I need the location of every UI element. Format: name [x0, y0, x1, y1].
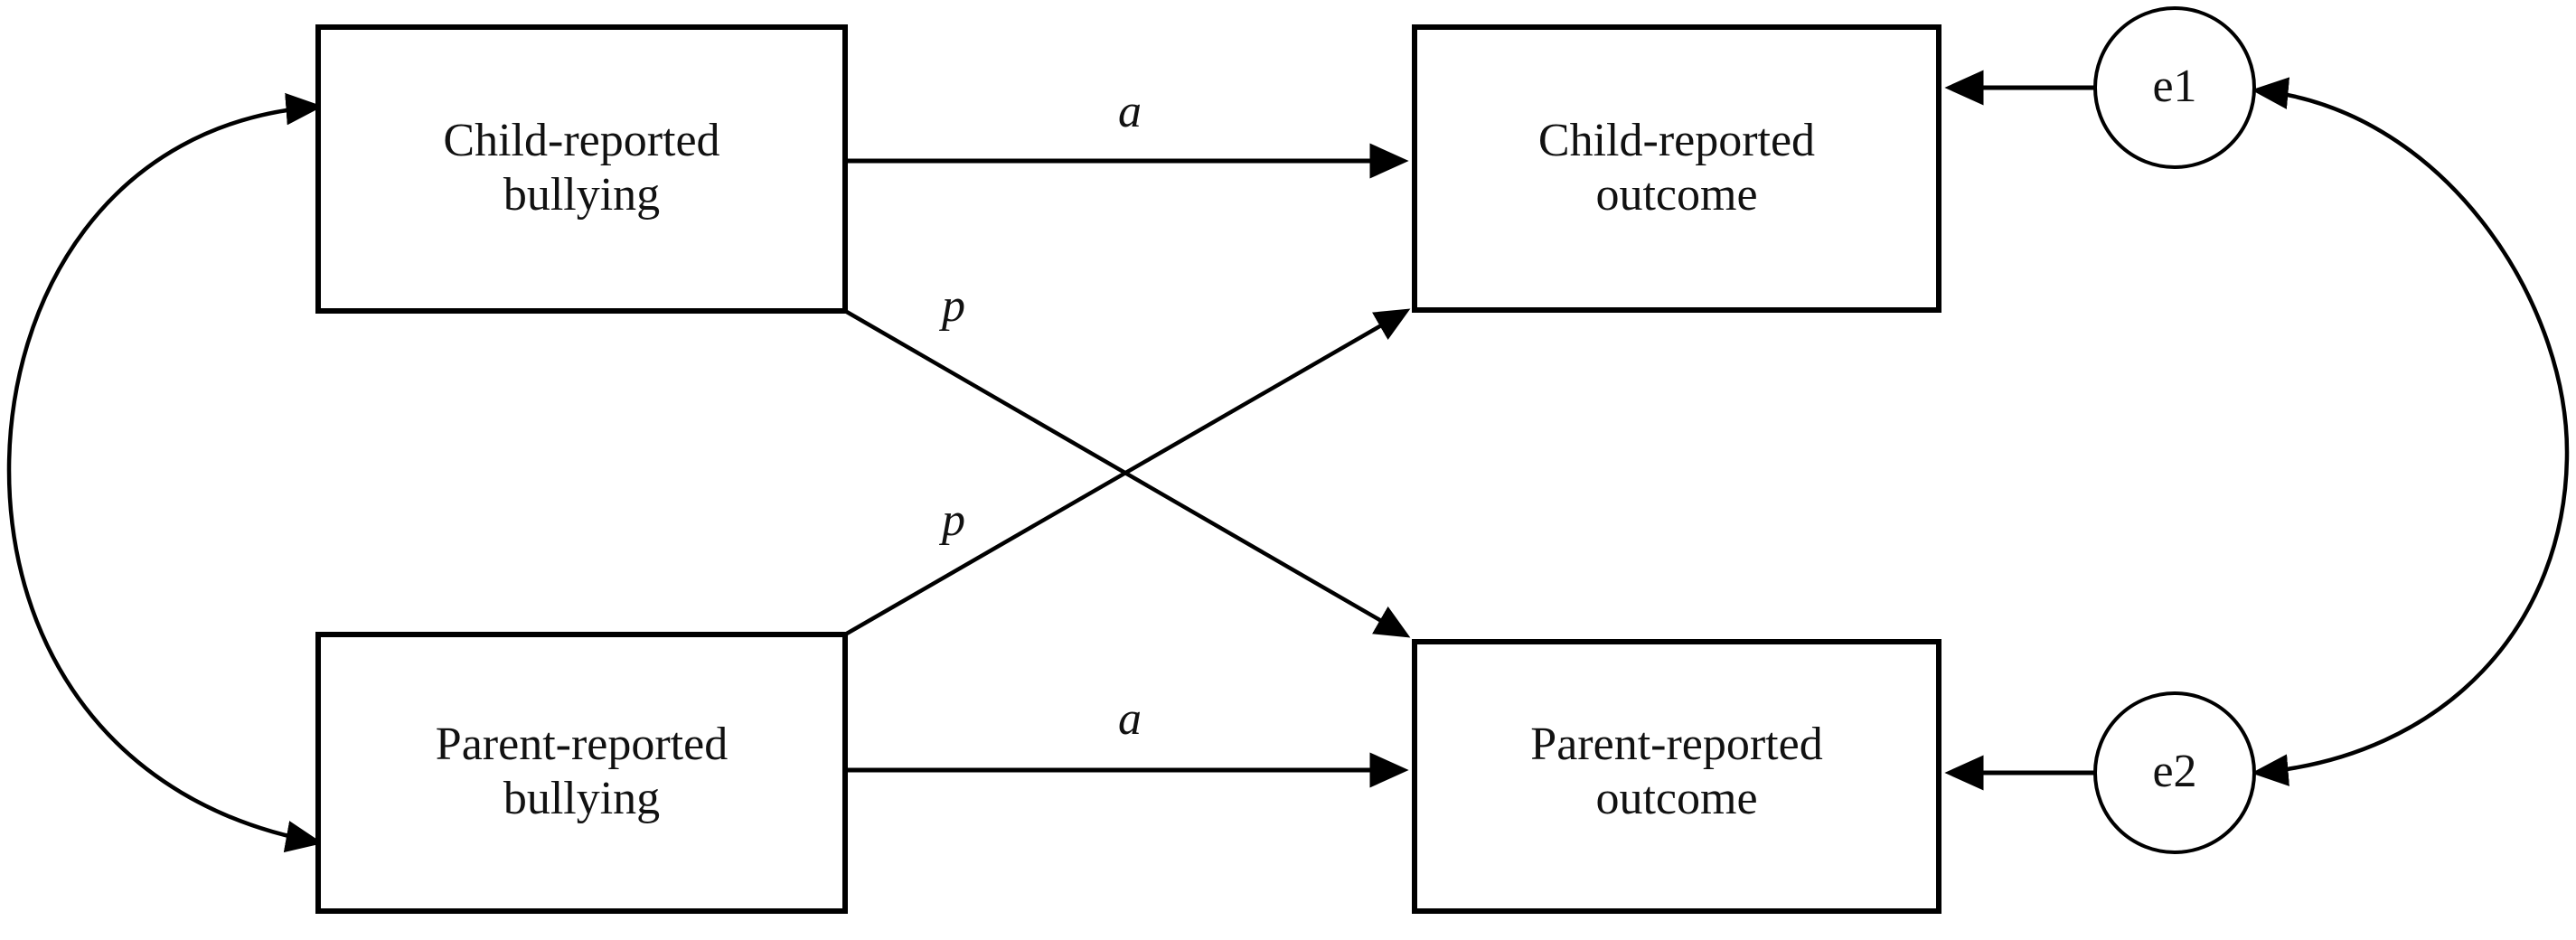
path-label-p-cross-up: p — [938, 494, 965, 546]
parent-outcome-label-line1: Parent-reported — [1530, 719, 1822, 770]
parent-bullying-box[interactable] — [315, 632, 848, 914]
parent-bullying-label-line2: bullying — [503, 773, 660, 824]
child-bullying-label-line2: bullying — [503, 169, 660, 221]
e1-label: e1 — [2152, 61, 2196, 112]
child-bullying-box[interactable] — [315, 24, 848, 314]
edge-bullying-correlation — [6, 92, 324, 853]
parent-bullying-label-line1: Parent-reported — [436, 719, 728, 770]
edge-residual-correlation — [2251, 77, 2570, 786]
path-label-a-top: a — [1118, 86, 1142, 137]
child-bullying-label-line1: Child-reported — [443, 115, 719, 166]
node-e2[interactable]: e2 — [2093, 691, 2256, 854]
child-outcome-box[interactable] — [1412, 24, 1941, 313]
path-label-a-bottom: a — [1118, 693, 1142, 745]
e2-circle[interactable] — [2093, 691, 2256, 854]
node-parent-bullying[interactable]: Parent-reported bullying — [315, 632, 848, 914]
node-child-bullying[interactable]: Child-reported bullying — [315, 24, 848, 314]
child-outcome-label-line2: outcome — [1595, 169, 1757, 221]
parent-outcome-box[interactable] — [1412, 639, 1941, 914]
e1-circle[interactable] — [2093, 6, 2256, 169]
parent-outcome-label-line2: outcome — [1595, 773, 1757, 824]
path-label-p-cross-down: p — [938, 280, 965, 332]
e2-label: e2 — [2152, 746, 2196, 797]
node-e1[interactable]: e1 — [2093, 6, 2256, 169]
node-parent-outcome[interactable]: Parent-reported outcome — [1412, 639, 1941, 914]
child-outcome-label-line1: Child-reported — [1538, 115, 1815, 166]
edge-p-cross-up — [843, 308, 1411, 636]
node-child-outcome[interactable]: Child-reported outcome — [1412, 24, 1941, 313]
